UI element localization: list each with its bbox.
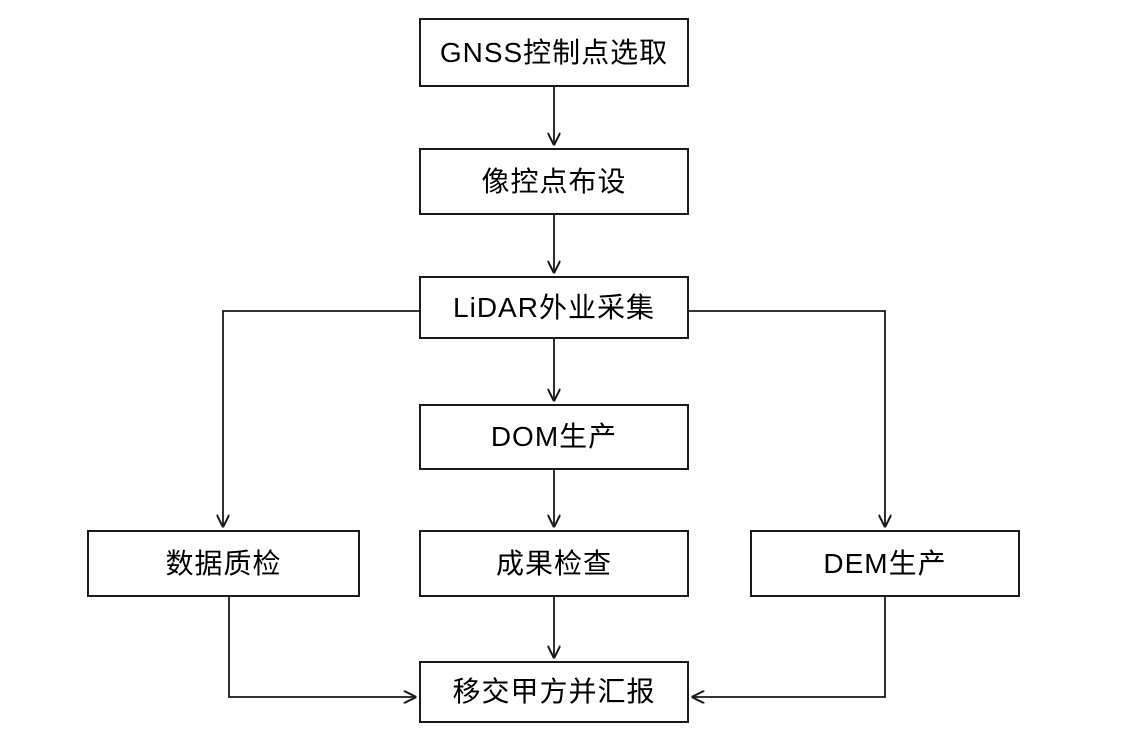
node-label: DEM生产 (823, 547, 947, 579)
node-label: 像控点布设 (481, 165, 627, 197)
edge-dem-to-hand (693, 597, 886, 697)
node-dem-production[interactable]: DEM生产 (750, 530, 1020, 597)
edge-qc-to-hand (228, 597, 415, 697)
node-label: 成果检查 (495, 547, 612, 579)
node-data-quality-inspection[interactable]: 数据质检 (87, 530, 360, 597)
node-label: DOM生产 (490, 421, 618, 452)
node-label: GNSS控制点选取 (439, 36, 669, 68)
node-image-control-point-layout[interactable]: 像控点布设 (419, 148, 689, 215)
node-label: LiDAR外业采集 (453, 291, 655, 323)
edge-lidar-to-dem (689, 310, 885, 526)
node-result-check[interactable]: 成果检查 (419, 530, 689, 597)
node-label: 移交甲方并汇报 (452, 676, 656, 707)
node-label: 数据质检 (165, 547, 282, 579)
node-lidar-field-collection[interactable]: LiDAR外业采集 (419, 276, 689, 339)
edge-lidar-to-qc (223, 310, 419, 526)
node-gnss-control-point-selection[interactable]: GNSS控制点选取 (419, 18, 689, 87)
node-dom-production[interactable]: DOM生产 (419, 404, 689, 470)
node-handover-and-report[interactable]: 移交甲方并汇报 (419, 661, 689, 723)
